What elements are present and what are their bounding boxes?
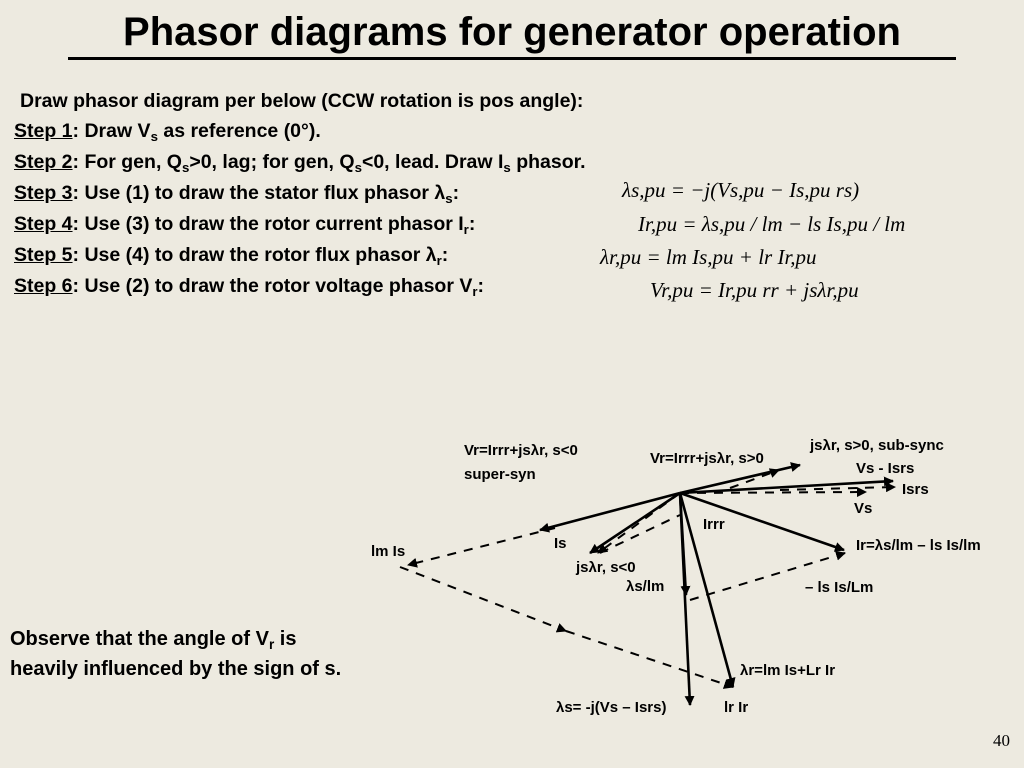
step-3-label: Step 3 [14,182,73,204]
lm-is-dashed-2 [399,566,567,633]
label-neg-ls: – ls Is/Lm [805,579,874,596]
observation-text: Observe that the angle of Vr is heavily … [10,628,342,680]
label-is: Is [554,535,567,552]
page-title: Phasor diagrams for generator operation [123,10,901,54]
lr-ir-arrow [678,492,695,706]
equation-rotor-flux: λr,pu = lm Is,pu + lr Ir,pu [600,245,817,269]
title-underline [68,57,956,60]
label-vs-minus: Vs - Isrs [856,460,915,477]
step-1-label: Step 1 [14,120,73,142]
jslr-pos-dashed [729,468,780,489]
step-5-label: Step 5 [14,244,73,266]
equation-rotor-voltage: Vr,pu = Ir,pu rr + jsλr,pu [650,278,859,302]
is-arrow [589,491,681,555]
equation-stator-flux: λs,pu = −j(Vs,pu − Is,pu rs) [622,178,860,202]
label-vs: Vs [854,500,873,517]
label-super-syn: super-syn [464,466,536,483]
label-isrs: Isrs [902,481,929,498]
step-1: Step 1: Draw Vs as reference (0°). [14,120,321,144]
vs-minus-dashed [779,482,896,493]
label-ls-lm: λs/lm [626,578,665,595]
step-4-label: Step 4 [14,213,73,235]
page-number: 40 [993,731,1010,750]
intro-text: Draw phasor diagram per below (CCW rotat… [20,90,584,112]
lm-is-dashed-1 [407,527,556,568]
step-2-label: Step 2 [14,151,73,173]
vs-arrow [679,476,894,495]
vr-sub-sync-arrow [679,462,801,495]
label-jslr-pos: jsλr, s>0, sub-sync [810,437,944,454]
label-ir-eq: Ir=λs/lm – ls Is/lm [856,537,981,554]
label-lm-is: lm Is [371,543,406,560]
step-4: Step 4: Use (3) to draw the rotor curren… [14,213,476,237]
label-lr-eq: λr=lm Is+Lr Ir [740,662,836,679]
label-jslr-neg: jsλr, s<0 [576,559,636,576]
isrs-dashed [679,487,867,498]
step-5: Step 5: Use (4) to draw the rotor flux p… [14,244,449,268]
ir-arrow [679,491,845,552]
step-2: Step 2: For gen, Qs>0, lag; for gen, Qs<… [14,151,586,175]
lr-flux-arrow [678,492,736,688]
step-6-label: Step 6 [14,275,73,297]
step-3: Step 3: Use (1) to draw the stator flux … [14,182,460,206]
equation-rotor-current: Ir,pu = λs,pu / lm − ls Is,pu / lm [638,212,906,236]
label-ls-eq: λs= -j(Vs – Isrs) [556,699,667,716]
vr-super-syn-arrow [539,491,681,533]
lm-is-dashed-3 [565,630,734,689]
label-vr-sub: Vr=Irrr+jsλr, s>0 [650,450,764,467]
label-lr-ir: lr Ir [724,699,749,716]
step-6: Step 6: Use (2) to draw the rotor voltag… [14,275,485,299]
label-irrr: Irrr [703,516,725,533]
label-vr-super: Vr=Irrr+jsλr, s<0 [464,442,578,459]
ir-rr-dashed [599,514,681,554]
